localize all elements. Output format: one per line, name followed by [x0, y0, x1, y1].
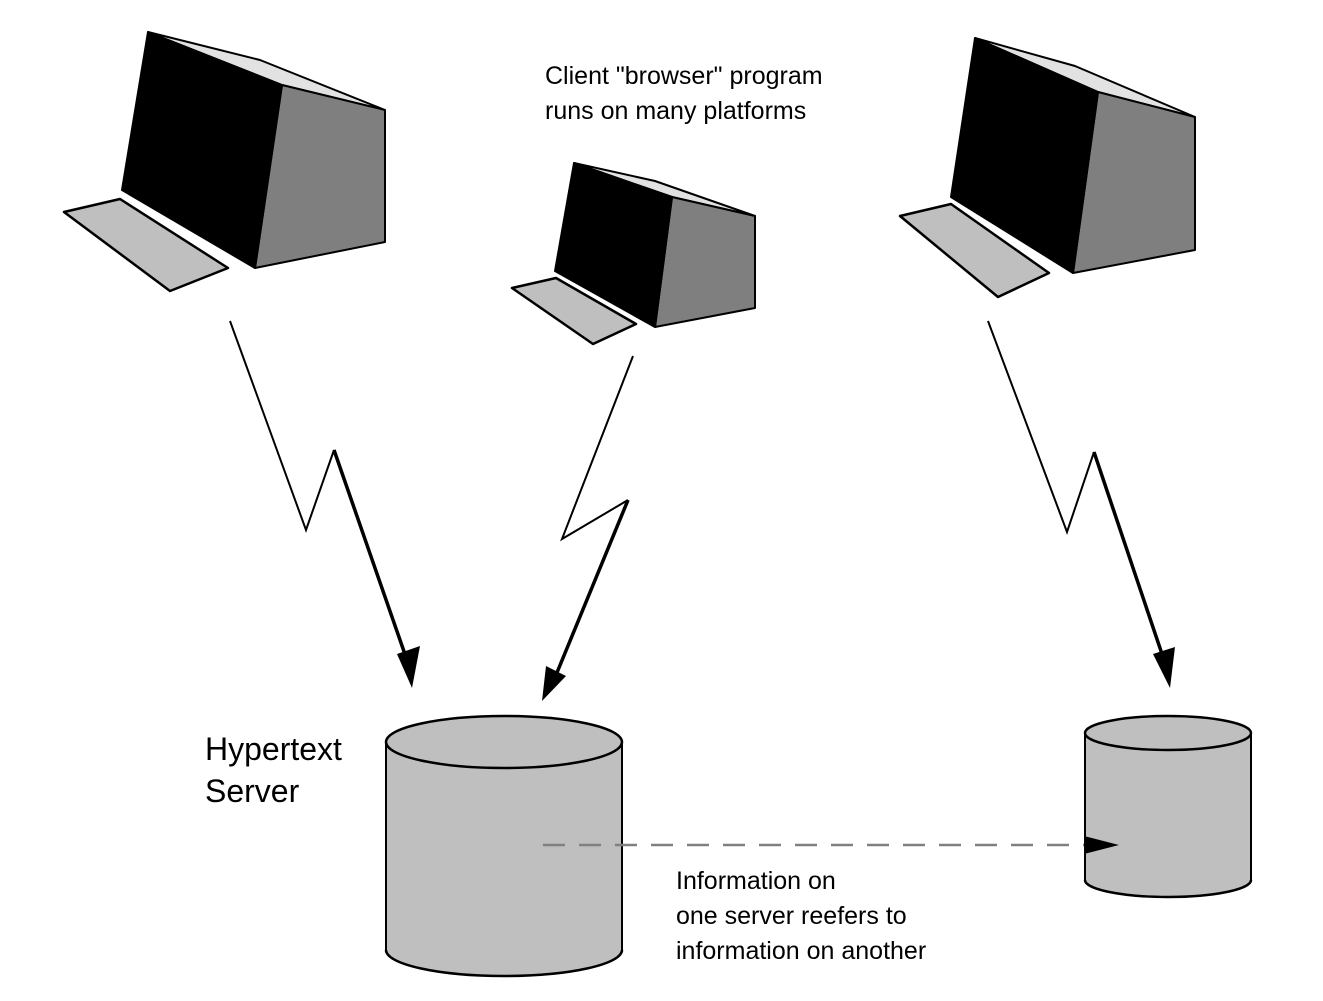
server-caption: Hypertext Server: [205, 731, 351, 809]
monitor-screen: [121, 31, 283, 269]
remote-server-database-icon: [1083, 714, 1253, 899]
hypertext-server-database-icon: [384, 714, 624, 978]
monitor-screen: [554, 162, 673, 328]
link-caption: Information on one server reefers to inf…: [676, 867, 926, 965]
lightning-arrow-left-icon: [229, 320, 420, 688]
keyboard: [62, 197, 230, 293]
keyboard: [898, 202, 1051, 299]
monitor-screen: [950, 37, 1099, 274]
lightning-arrow-middle-icon: [542, 355, 634, 701]
client-caption: Client "browser" program runs on many pl…: [545, 62, 830, 125]
lightning-arrow-right-icon: [987, 320, 1175, 688]
computer-middle-icon: [510, 162, 756, 346]
dashed-arrow-icon: [543, 836, 1119, 854]
computer-right-icon: [898, 37, 1196, 299]
computer-left-icon: [62, 31, 386, 293]
keyboard: [510, 276, 638, 346]
